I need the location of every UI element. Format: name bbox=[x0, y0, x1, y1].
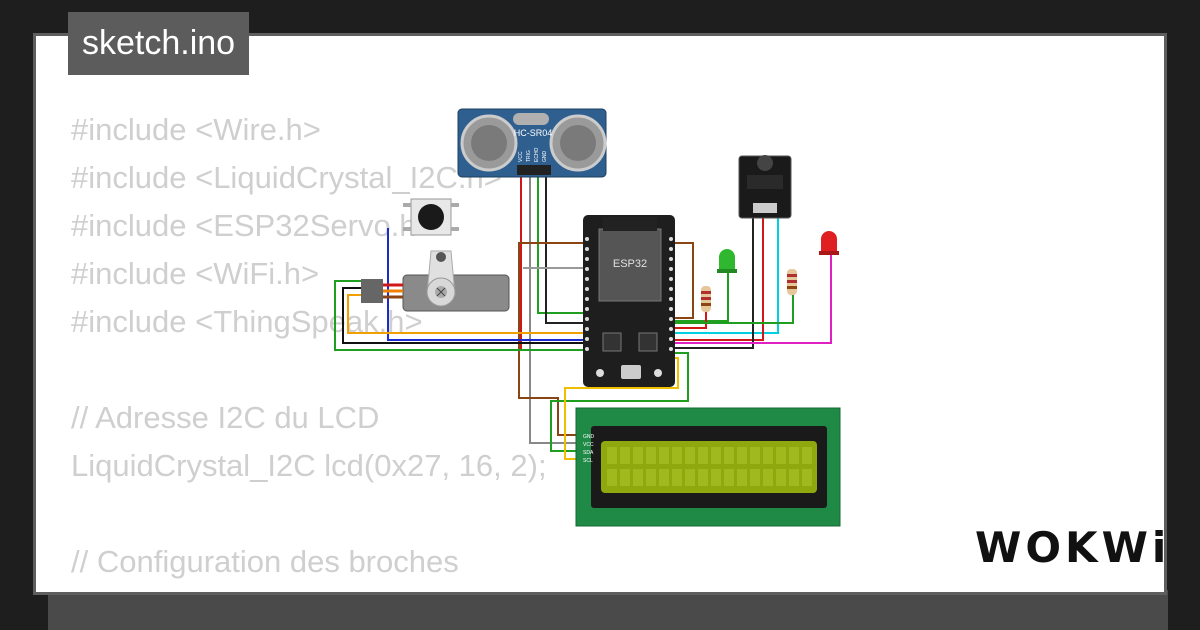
ultrasonic-label: HC-SR04 bbox=[514, 128, 553, 138]
lcd-display[interactable]: GND VCC SDA SCL bbox=[575, 407, 841, 527]
wokwi-logo: WOKWi bbox=[975, 523, 1171, 572]
lcd-pin-label: GND bbox=[583, 434, 595, 440]
sensor-module[interactable] bbox=[738, 155, 792, 219]
led-red[interactable] bbox=[819, 231, 839, 255]
pin-label: VCC bbox=[518, 151, 524, 162]
card-shadow bbox=[48, 590, 1168, 630]
code-line: // Adresse I2C du LCD bbox=[71, 400, 380, 435]
push-button[interactable] bbox=[403, 198, 459, 236]
lcd-pin-label: SCL bbox=[583, 458, 593, 464]
code-line: #include <LiquidCrystal_I2C.h> bbox=[71, 160, 502, 195]
file-tab[interactable]: sketch.ino bbox=[68, 12, 250, 75]
code-line: #include <WiFi.h> bbox=[71, 256, 320, 291]
code-line: // Configuration des broches bbox=[71, 544, 459, 579]
code-line: #include <ESP32Servo.h> bbox=[71, 208, 435, 243]
pin-label: ECHO bbox=[534, 147, 540, 162]
code-line: #include <ThingSpeak.h> bbox=[71, 304, 423, 339]
code-line: #include <Wire.h> bbox=[71, 112, 321, 147]
ultrasonic-sensor[interactable]: HC-SR04 VCC TRIG ECHO GND bbox=[457, 108, 607, 178]
esp32-label: ESP32 bbox=[613, 258, 647, 270]
preview-card: #include <Wire.h> #include <LiquidCrysta… bbox=[33, 33, 1167, 595]
code-line: LiquidCrystal_I2C lcd(0x27, 16, 2); bbox=[71, 448, 547, 483]
lcd-pin-label: SDA bbox=[583, 450, 594, 456]
led-green[interactable] bbox=[717, 249, 737, 273]
code-preview: #include <Wire.h> #include <LiquidCrysta… bbox=[71, 106, 547, 586]
pin-label: GND bbox=[542, 151, 548, 163]
esp32-board[interactable]: ESP32 bbox=[583, 215, 675, 387]
resistor bbox=[701, 286, 711, 312]
wires bbox=[334, 173, 832, 460]
pin-label: TRIG bbox=[526, 150, 532, 162]
resistor bbox=[787, 269, 797, 295]
lcd-pin-label: VCC bbox=[583, 442, 594, 448]
circuit-diagram: HC-SR04 VCC TRIG ECHO GND bbox=[334, 108, 841, 527]
servo-motor[interactable] bbox=[361, 250, 510, 312]
